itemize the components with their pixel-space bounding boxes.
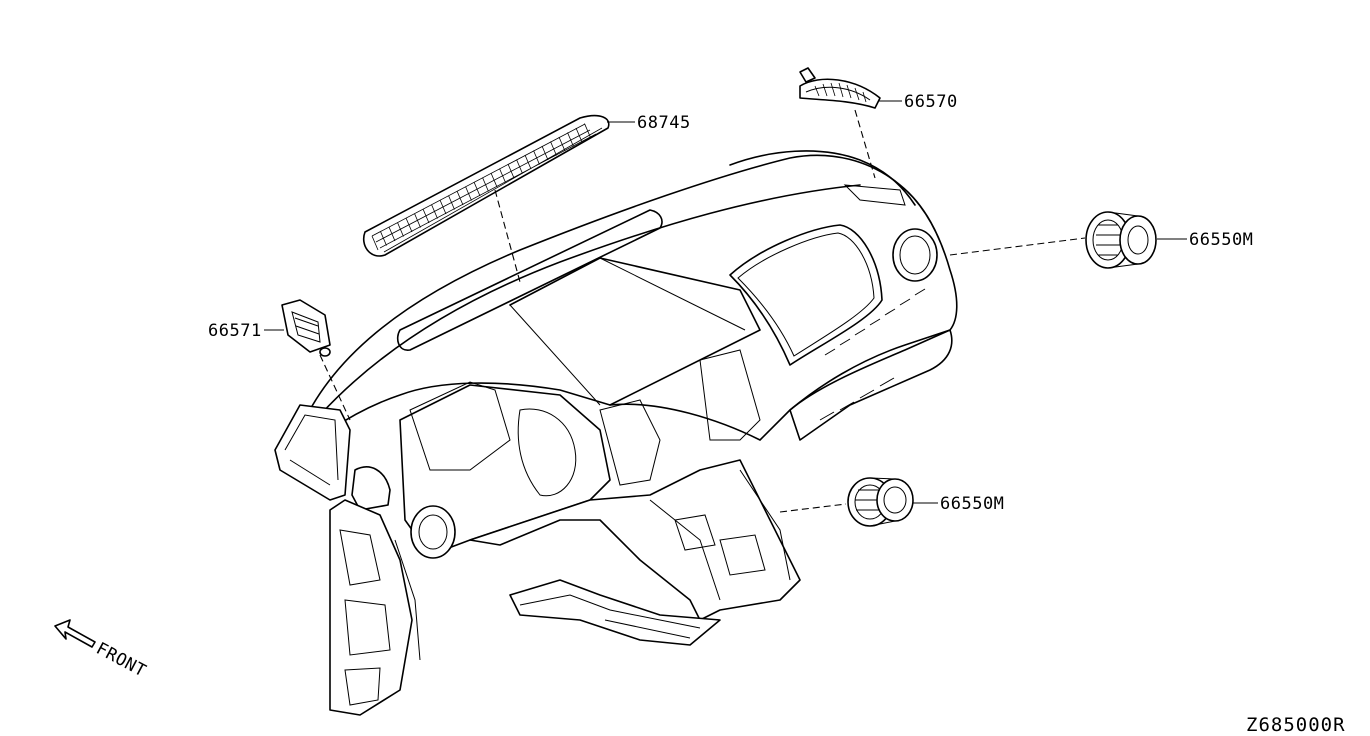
side-vent-right-upper: [1085, 211, 1157, 269]
grille-slat: [371, 235, 379, 251]
grille-slat: [380, 231, 387, 246]
grille-slat: [558, 136, 566, 152]
grille-slat: [533, 150, 540, 165]
grille-slat: [439, 199, 447, 215]
grille-slat: [448, 195, 455, 210]
instrument-panel-assembly: [274, 150, 958, 716]
front-arrow-icon: [54, 619, 96, 648]
grille-slat: [473, 181, 481, 197]
part-label-66550m-lower: 66550M: [940, 494, 1004, 514]
grille-slat: [388, 226, 396, 242]
grille-slat: [490, 172, 498, 188]
center-vent-lower: [847, 477, 914, 527]
grille-slat: [507, 163, 515, 179]
part-label-66571: 66571: [208, 321, 262, 341]
part-label-66550m-upper: 66550M: [1189, 230, 1253, 250]
grille-slat: [584, 123, 591, 138]
grille-slat: [431, 204, 438, 219]
side-vent-left: [281, 299, 331, 357]
grille-slat: [550, 141, 557, 156]
defroster-grille: [363, 114, 610, 257]
grille-slat: [465, 186, 472, 201]
placement-lines: [319, 109, 1086, 513]
grille-slat: [567, 132, 574, 147]
grille-slat: [405, 217, 413, 233]
grille-slat: [516, 159, 523, 174]
grille-slat: [541, 145, 549, 161]
grille-slat: [422, 208, 430, 224]
front-label: FRONT: [93, 639, 150, 682]
diagram-code: Z685000R: [1246, 714, 1346, 736]
grille-slat: [482, 177, 489, 192]
grille-slat: [499, 168, 506, 183]
front-direction-indicator: FRONT: [54, 619, 150, 682]
grille-slat: [397, 222, 404, 237]
grille-slat: [524, 154, 532, 170]
part-label-68745: 68745: [637, 113, 691, 133]
grille-slat: [414, 213, 421, 228]
part-label-66570: 66570: [904, 92, 958, 112]
grille-slat: [456, 190, 464, 206]
center-speaker-vent: [799, 67, 881, 109]
grille-slat: [575, 127, 583, 143]
leader-lines: [264, 100, 1187, 504]
